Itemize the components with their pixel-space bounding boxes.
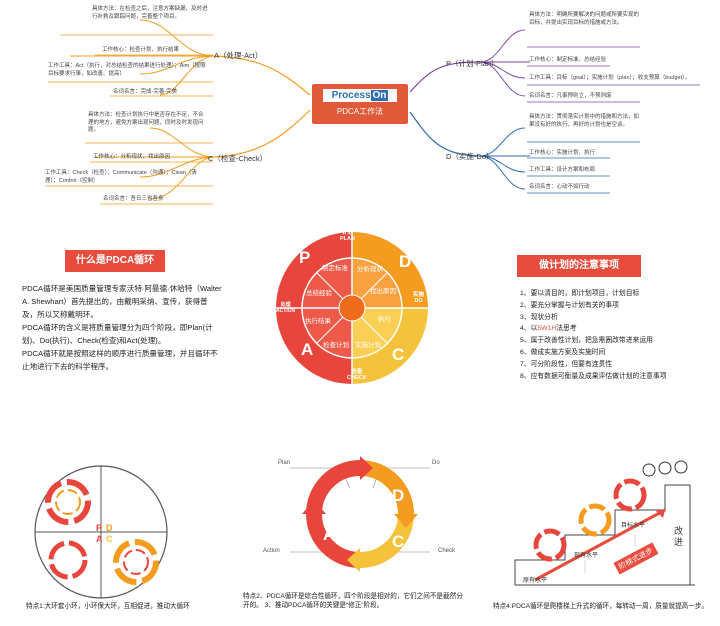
- feature3-step-target: 目标水平: [621, 523, 646, 529]
- branch-plan-label[interactable]: P（计划-Plan）: [446, 59, 499, 68]
- wheel-seg-result: 执行结果: [305, 318, 331, 325]
- feature2-cycle: [290, 456, 430, 572]
- feature1-letter-d: D: [106, 523, 113, 533]
- feature2-label-check: Check: [438, 548, 456, 554]
- wheel-phase-check: 检查 CHECK: [347, 369, 367, 381]
- wheel-seg-standard: 制定标准: [322, 265, 348, 272]
- branch-do-label[interactable]: D（实施-Do）: [446, 152, 494, 161]
- feature3-caption: 特点4.PDCA循环是爬楼梯上升式的循环，每转动一周，质量就提高一步。: [493, 603, 709, 610]
- act-name: 名词名言：完成-完善-完美: [113, 89, 178, 95]
- act-method: 具体方法：在检查之后，注意方案缺漏，及时进行补救及跟踪问题，完善整个项目。: [92, 6, 208, 20]
- wheel-seg-execute: 执行: [378, 316, 391, 323]
- what-is-title: 什么是PDCA循环: [65, 250, 165, 272]
- wheel-phase-do: 实施 DO: [413, 292, 425, 304]
- notes-item: 4、以5W1H法思考: [520, 325, 577, 333]
- feature3-step-current: 现有水平: [574, 553, 599, 559]
- feature3-staircase: [514, 460, 695, 586]
- act-core: 工作核心：检查计划、执行结果: [102, 47, 180, 53]
- pdca-wheel: [276, 232, 428, 384]
- check-name: 名词名言：吾日三省吾身: [103, 196, 164, 202]
- logo-process-text: Process: [331, 90, 371, 101]
- feature2-letter-d: D: [392, 486, 405, 505]
- what-is-body: PDCA循环是美国质量管理专家沃特·阿曼德·休哈特（Walter A. Shew…: [22, 282, 222, 373]
- notes-item: 3、现状分析: [520, 313, 558, 321]
- wheel-phase-plan: 计划 PLAN: [340, 230, 355, 242]
- do-method: 具体方法：贯彻落实计划中的措施和方法，如果没有好的执行，再好的计划也是空谈。: [529, 114, 640, 128]
- notes-item: 2、要充分掌握与计划有关的事项: [520, 301, 619, 309]
- what-is-p1: PDCA循环是美国质量管理专家沃特·阿曼德·休哈特（Walter A. Shew…: [22, 284, 222, 319]
- wheel-seg-implement: 实施计划: [355, 342, 381, 349]
- wheel-seg-analyze: 分析现状: [357, 266, 383, 273]
- mindmap-connectors: [45, 19, 700, 205]
- feature2-label-action: Action: [263, 548, 280, 554]
- feature2-caption: 特点2、PDCA循环是综合性循环，四个阶段是相对的，它们之间不是截然分开的。 3…: [243, 593, 463, 609]
- branch-act-label[interactable]: A（处理-Act）: [214, 51, 263, 60]
- what-is-p2: PDCA循环的含义是将质量管理分为四个阶段，即Plan(计划)、Do(执行)、C…: [22, 323, 213, 345]
- wheel-seg-summary: 总结经验: [306, 290, 332, 297]
- feature3-step-original: 原有水平: [523, 578, 548, 584]
- feature2-letter-p: P: [336, 486, 348, 505]
- plan-method: 具体方法：明确所要解决的问题或所要实现的目标，并提出实现目标的措施或方法。: [529, 12, 640, 26]
- logo-on-text: On: [370, 90, 389, 101]
- wheel-letter-c: C: [392, 345, 405, 364]
- what-is-p3: PDCA循环就是按照这样的顺序进行质量管理，并且循环不止地进行下去的科学程序。: [22, 349, 218, 371]
- wheel-seg-cause: 找出原因: [370, 288, 396, 295]
- feature2-letter-c: C: [392, 532, 405, 551]
- notes-item: 5、属于改善性计划，把急需圈改带进来运用: [520, 337, 653, 345]
- notes-item: 8、应有数据可衡量及成果评估做计划的注意事项: [520, 372, 667, 380]
- plan-name: 名词名言：凡事预则立，不预则废: [529, 93, 612, 99]
- notes-item: 7、可分阶段性，但要有连贯性: [520, 360, 613, 368]
- notes-title: 做计划的注意事项: [517, 255, 641, 277]
- feature1-letter-p: P: [96, 523, 103, 533]
- feature1-nested-cycles: [34, 465, 168, 599]
- do-tools: 工作工具：设计方案和布局: [529, 167, 596, 173]
- do-name: 名词名言：心动不如行动: [529, 184, 590, 190]
- notes-item: 6、做成实施方案及实施时间: [520, 348, 606, 356]
- check-core: 工作核心：分析现状、找出原因: [93, 154, 171, 160]
- feature2-letter-a: A: [323, 525, 336, 544]
- plan-core: 工作核心：制定标准、总结经验: [529, 57, 607, 63]
- do-core: 工作核心：实施计划、执行: [529, 150, 596, 156]
- plan-tools: 工作工具：目标（goal）；实施计划（plan）；收支预算（budget）。: [529, 75, 691, 81]
- feature2-label-do: Do: [432, 460, 440, 466]
- feature1-caption: 特点1:大环套小环，小环保大环，互相促进，推动大循环: [26, 603, 190, 610]
- notes-item: 1、要以清目的，即计划项目，计划目标: [520, 290, 640, 297]
- wheel-seg-check: 检查计划: [323, 342, 349, 349]
- wheel-letter-d: D: [399, 252, 412, 271]
- mindmap-center-title: PDCA工作法: [336, 107, 384, 116]
- feature3-side-label: 改进: [674, 526, 684, 547]
- notes-highlight: 5W1H: [537, 325, 557, 333]
- feature2-label-plan: Plan: [278, 460, 291, 466]
- wheel-letter-a: A: [301, 340, 314, 359]
- feature1-letter-a: A: [96, 534, 103, 544]
- feature1-letter-c: C: [106, 534, 113, 544]
- notes-list: 1、要以清目的，即计划项目，计划目标 2、要充分掌握与计划有关的事项 3、现状分…: [520, 288, 710, 382]
- check-tools: 工作工具：Check（检查）；Communicate（沟通）；Clean（清理）…: [45, 170, 197, 184]
- check-method: 具体方法：检查计划执行中是否存在不足，不合理的地方，避免方案出现问题，同时及时发…: [88, 112, 204, 133]
- branch-check-label[interactable]: C（检查-Check）: [208, 154, 268, 163]
- act-tools: 工作工具：Act（执行，对总结检查的结果进行处理）；Aim（按照目标要求行事，如…: [48, 63, 206, 77]
- wheel-phase-action: 处理 ACTION: [276, 302, 296, 314]
- wheel-letter-p: P: [299, 248, 311, 267]
